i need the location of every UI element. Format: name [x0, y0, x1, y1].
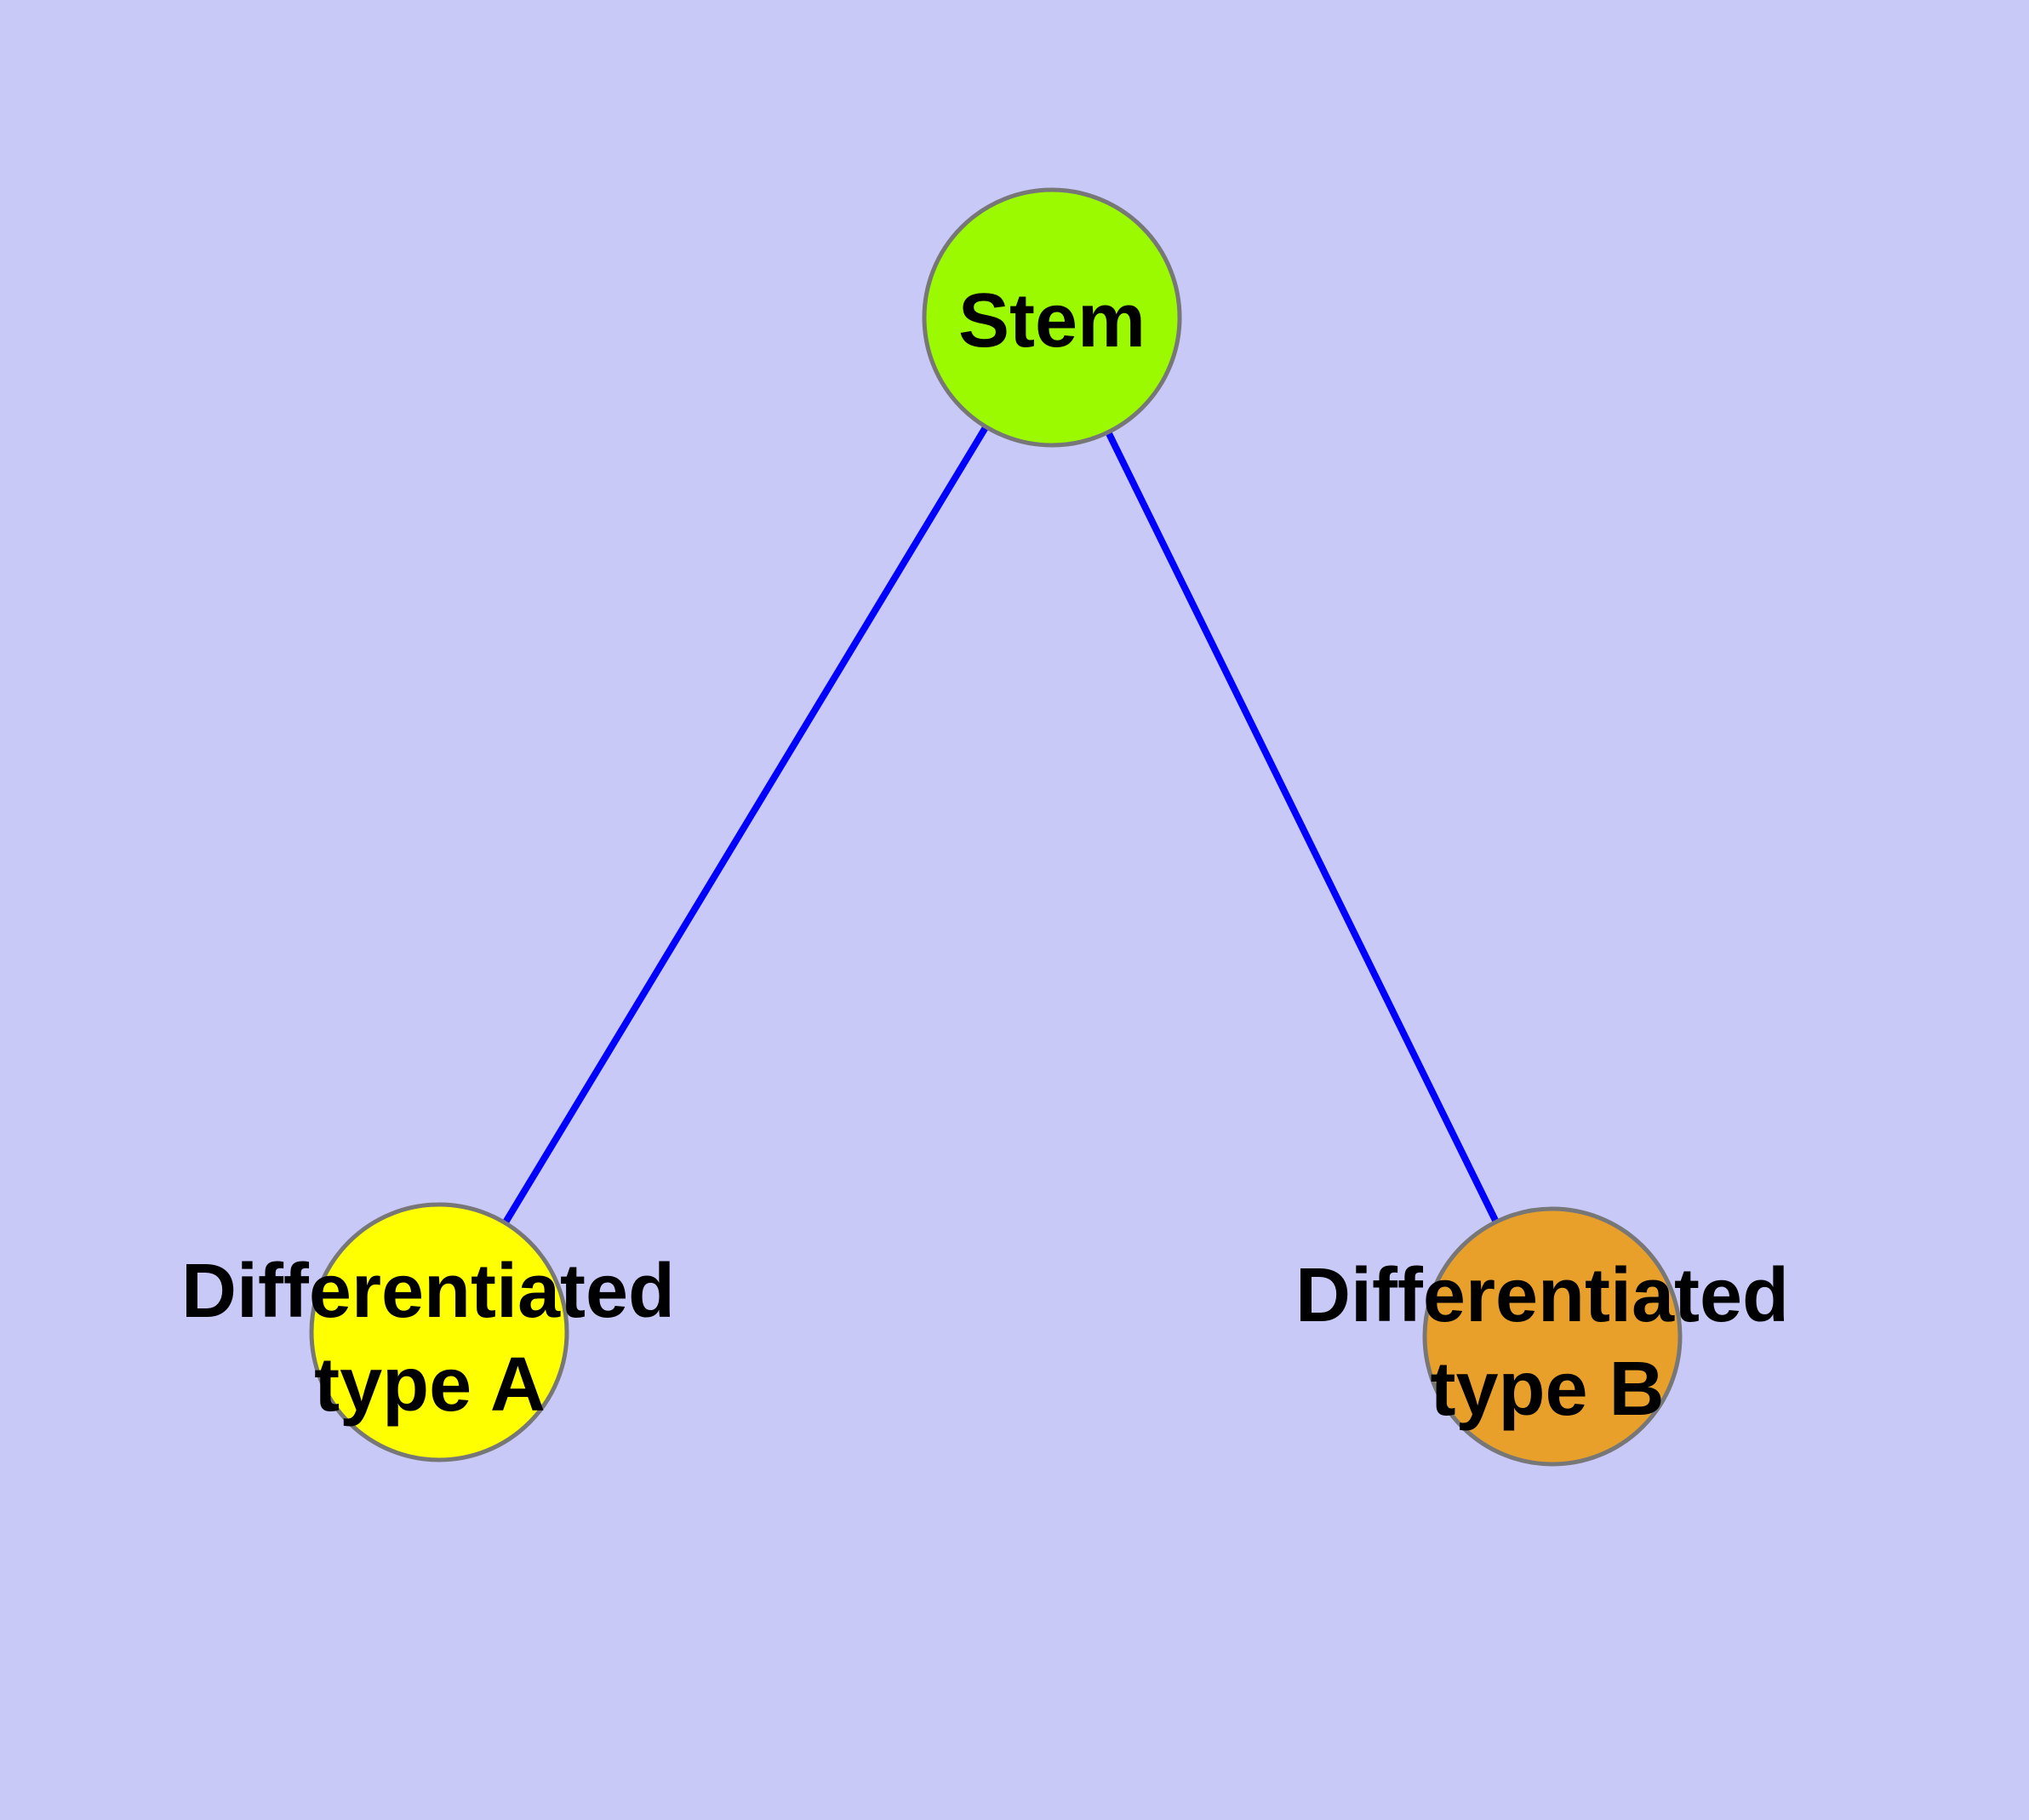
edge-stem-to-type-b [1049, 316, 1556, 1338]
node-type-b-label-line1: Differentiated [1295, 1253, 1789, 1338]
node-differentiated-type-a [309, 1202, 569, 1462]
node-differentiated-type-b [1422, 1206, 1683, 1467]
node-stem-label: Stem [958, 278, 1146, 363]
node-type-a-label-line1: Differentiated [181, 1249, 675, 1334]
node-type-a-label-line2: type A [314, 1342, 546, 1428]
edge-stem-to-type-a [436, 315, 1055, 1335]
node-type-b-label-line2: type B [1430, 1347, 1664, 1432]
node-stem [922, 187, 1182, 448]
